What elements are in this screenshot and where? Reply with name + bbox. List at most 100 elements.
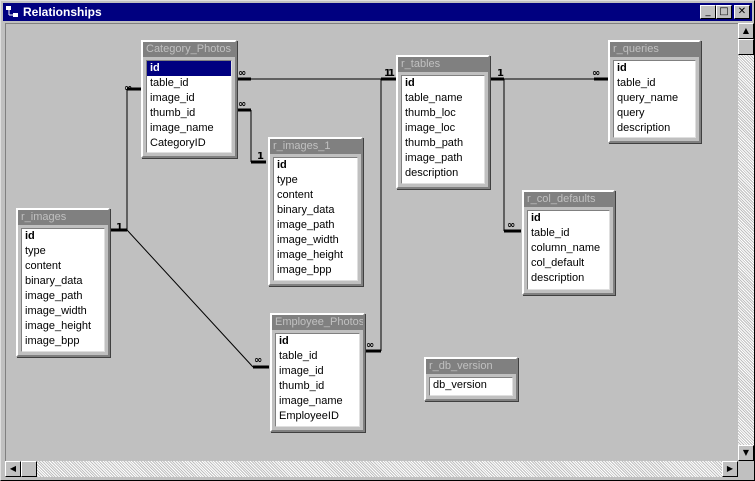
table-title[interactable]: Employee_Photos [272, 315, 363, 330]
field-id[interactable]: id [279, 335, 289, 347]
field-image-bpp[interactable]: image_bpp [277, 264, 332, 276]
table-title[interactable]: r_queries [610, 42, 699, 57]
close-button[interactable]: ✕ [734, 5, 750, 19]
field-db-version[interactable]: db_version [433, 379, 487, 391]
field-id[interactable]: id [531, 212, 541, 224]
rel-one-label: 1 [257, 151, 264, 162]
table-title[interactable]: Category_Photos [143, 42, 235, 57]
rel-many-label: ∞ [238, 68, 247, 79]
field-image-width[interactable]: image_width [277, 234, 339, 246]
rel-many-label: ∞ [238, 99, 247, 110]
table-title[interactable]: r_images [18, 210, 108, 225]
field-column-name[interactable]: column_name [531, 242, 601, 254]
rel-many-label: ∞ [592, 68, 601, 79]
minimize-button[interactable]: _ [700, 5, 716, 19]
rel-many-label: ∞ [254, 355, 263, 366]
field-table-id[interactable]: table_id [531, 227, 570, 239]
field-content[interactable]: content [277, 189, 314, 201]
field-image-width[interactable]: image_width [25, 305, 87, 317]
field-id[interactable]: id [277, 159, 287, 171]
field-thumb-id[interactable]: thumb_id [150, 107, 196, 119]
table-title[interactable]: r_col_defaults [524, 192, 613, 207]
vertical-scroll-thumb[interactable] [738, 39, 754, 55]
field-id[interactable]: id [147, 61, 231, 76]
field-description[interactable]: description [617, 122, 671, 134]
relationships-canvas[interactable]: ∞ 1 ∞ 1 1 ∞ 1 1 ∞ ∞ ∞ ∞ Category_Photos … [5, 23, 739, 462]
horizontal-scroll-thumb[interactable] [21, 461, 37, 477]
field-image-id[interactable]: image_id [279, 365, 324, 377]
field-list[interactable]: id table_id column_name col_default desc… [527, 210, 610, 290]
arrow-up-icon[interactable]: ▲ [738, 23, 754, 39]
field-content[interactable]: content [25, 260, 62, 272]
table-r-images-1[interactable]: r_images_1 id type content binary_data i… [268, 137, 363, 286]
field-description[interactable]: description [405, 167, 459, 179]
maximize-button[interactable]: □ [716, 5, 732, 19]
field-table-name[interactable]: table_name [405, 92, 463, 104]
field-description[interactable]: description [531, 272, 585, 284]
field-query[interactable]: query [617, 107, 645, 119]
table-r-col-defaults[interactable]: r_col_defaults id table_id column_name c… [522, 190, 615, 295]
field-thumb-path[interactable]: thumb_path [405, 137, 464, 149]
field-thumb-id[interactable]: thumb_id [279, 380, 325, 392]
field-image-name[interactable]: image_name [279, 395, 343, 407]
field-image-path[interactable]: image_path [405, 152, 463, 164]
field-id[interactable]: id [405, 77, 415, 89]
rel-one-label: 1 [384, 68, 391, 79]
rel-one-label: 1 [497, 68, 504, 79]
field-image-name[interactable]: image_name [150, 122, 214, 134]
field-list[interactable]: id type content binary_data image_path i… [21, 228, 105, 352]
field-table-id[interactable]: table_id [150, 77, 189, 89]
field-table-id[interactable]: table_id [279, 350, 318, 362]
rel-many-label: ∞ [507, 220, 516, 231]
field-table-id[interactable]: table_id [617, 77, 656, 89]
field-type[interactable]: type [277, 174, 298, 186]
table-title[interactable]: r_tables [398, 57, 488, 72]
table-title[interactable]: r_images_1 [270, 139, 361, 154]
field-type[interactable]: type [25, 245, 46, 257]
arrow-down-icon[interactable]: ▼ [738, 445, 754, 461]
field-thumb-loc[interactable]: thumb_loc [405, 107, 456, 119]
relationship-lines [110, 77, 609, 369]
arrow-left-icon[interactable]: ◀ [5, 461, 21, 477]
scrollbar-corner [738, 461, 754, 477]
table-employee-photos[interactable]: Employee_Photos id table_id image_id thu… [270, 313, 365, 432]
table-r-db-version[interactable]: r_db_version db_version [424, 357, 518, 401]
horizontal-scrollbar[interactable]: ◀ ▶ [5, 461, 738, 477]
field-id[interactable]: id [617, 62, 627, 74]
field-binary-data[interactable]: binary_data [25, 275, 83, 287]
table-title[interactable]: r_db_version [426, 359, 516, 374]
field-image-path[interactable]: image_path [25, 290, 83, 302]
field-image-path[interactable]: image_path [277, 219, 335, 231]
field-image-height[interactable]: image_height [277, 249, 344, 261]
field-list[interactable]: id table_id image_id thumb_id image_name… [146, 60, 232, 153]
rel-one-label: 1 [116, 222, 123, 233]
field-col-default[interactable]: col_default [531, 257, 585, 269]
table-r-queries[interactable]: r_queries id table_id query_name query d… [608, 40, 701, 143]
field-list[interactable]: id type content binary_data image_path i… [273, 157, 358, 281]
relationships-icon [6, 6, 18, 17]
field-image-loc[interactable]: image_loc [405, 122, 456, 134]
field-image-bpp[interactable]: image_bpp [25, 335, 80, 347]
field-list[interactable]: id table_id query_name query description [613, 60, 696, 138]
field-image-id[interactable]: image_id [150, 92, 195, 104]
field-list[interactable]: db_version [429, 377, 513, 396]
arrow-right-icon[interactable]: ▶ [722, 461, 738, 477]
field-category-id[interactable]: CategoryID [150, 137, 206, 149]
field-image-height[interactable]: image_height [25, 320, 92, 332]
rel-line-rimages-empphotos [126, 229, 254, 368]
field-query-name[interactable]: query_name [617, 92, 679, 104]
table-r-tables[interactable]: r_tables id table_name thumb_loc image_l… [396, 55, 490, 189]
field-employee-id[interactable]: EmployeeID [279, 410, 339, 422]
rel-one-label: 1 [388, 68, 395, 79]
title-bar[interactable]: Relationships _ □ ✕ [3, 3, 752, 21]
field-list[interactable]: id table_name thumb_loc image_loc thumb_… [401, 75, 485, 184]
field-binary-data[interactable]: binary_data [277, 204, 335, 216]
table-r-images[interactable]: r_images id type content binary_data ima… [16, 208, 110, 357]
table-category-photos[interactable]: Category_Photos id table_id image_id thu… [141, 40, 237, 158]
vertical-scrollbar[interactable]: ▲ ▼ [738, 23, 754, 461]
rel-many-label: ∞ [124, 83, 133, 94]
window-title: Relationships [23, 5, 102, 19]
field-list[interactable]: id table_id image_id thumb_id image_name… [275, 333, 360, 427]
field-id[interactable]: id [25, 230, 35, 242]
